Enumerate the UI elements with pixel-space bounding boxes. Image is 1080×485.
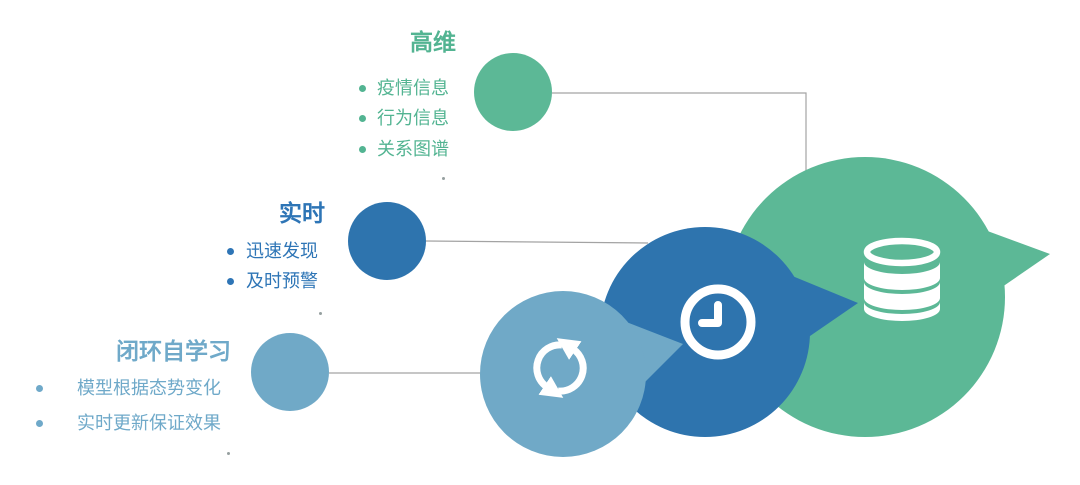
list-item: 疫情信息 (359, 75, 449, 101)
bullet-dot (359, 145, 366, 153)
realtime-bubble (600, 227, 858, 437)
selflearn-bubble-circle (480, 291, 646, 457)
node-realtime-circle (348, 202, 426, 280)
stray-mark (227, 452, 230, 455)
realtime-bubble-circle (600, 227, 810, 437)
database-icon (863, 237, 941, 321)
connector-realtime (425, 240, 649, 244)
connector-highdim (552, 92, 807, 176)
stray-mark (319, 312, 322, 315)
list-item: 迅速发现 (227, 238, 318, 264)
bullet-label: 实时更新保证效果 (77, 413, 221, 433)
section-highdim-title: 高维 (410, 29, 456, 55)
bullet-dot (36, 384, 43, 392)
bullet-dot (359, 114, 366, 122)
bullet-label: 行为信息 (377, 108, 449, 128)
bullet-label: 疫情信息 (377, 78, 449, 98)
bullet-dot (36, 419, 43, 427)
list-item: 及时预警 (227, 268, 318, 294)
bullet-dot (227, 247, 234, 255)
list-item: 行为信息 (359, 105, 449, 131)
bullet-label: 关系图谱 (377, 139, 449, 159)
clock-icon (680, 284, 756, 360)
node-highdim-circle (474, 53, 552, 131)
section-selflearn-title: 闭环自学习 (116, 338, 231, 364)
stray-mark (442, 177, 445, 180)
sync-icon (533, 338, 587, 398)
bullet-label: 模型根据态势变化 (77, 378, 221, 398)
bullet-label: 及时预警 (246, 271, 318, 291)
bullet-label: 迅速发现 (246, 241, 318, 261)
list-item: 模型根据态势变化 (36, 375, 221, 401)
node-selflearn-circle (251, 333, 329, 411)
selflearn-bubble (480, 291, 683, 457)
section-realtime-title: 实时 (279, 200, 325, 226)
list-item: 关系图谱 (359, 136, 449, 162)
list-item: 实时更新保证效果 (36, 410, 221, 436)
bullet-dot (227, 277, 234, 285)
bullet-dot (359, 84, 366, 92)
